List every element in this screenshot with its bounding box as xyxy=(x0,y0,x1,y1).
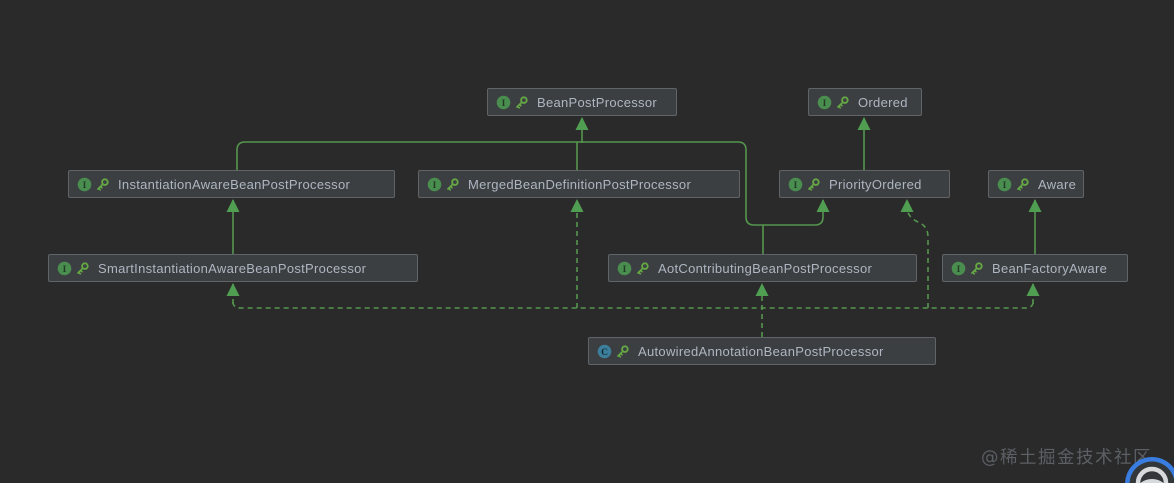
node-label: BeanFactoryAware xyxy=(992,260,1108,276)
key-icon xyxy=(516,95,528,109)
connector-instantiation-aware-to-shared-bus xyxy=(236,141,582,170)
node-aware[interactable]: I Aware xyxy=(988,170,1084,198)
key-icon xyxy=(447,177,459,191)
interface-icon: I xyxy=(77,177,92,191)
node-label: AotContributingBeanPostProcessor xyxy=(658,260,873,276)
mascot-headband xyxy=(1135,466,1169,483)
node-aot-contributing-bean-post-processor[interactable]: I AotContributingBeanPostProcessor xyxy=(608,254,917,282)
node-label: InstantiationAwareBeanPostProcessor xyxy=(118,176,351,192)
node-icons: I xyxy=(427,177,459,192)
node-merged-bean-definition-post-processor[interactable]: I MergedBeanDefinitionPostProcessor xyxy=(418,170,740,198)
interface-icon: I xyxy=(788,177,803,191)
svg-text:I: I xyxy=(623,265,627,275)
watermark-label: @稀土掘金技术社区 xyxy=(981,448,1152,468)
key-icon xyxy=(617,344,629,358)
connector-aot-extends-priority-ordered xyxy=(763,199,830,226)
node-instantiation-aware-bean-post-processor[interactable]: I InstantiationAwareBeanPostProcessor xyxy=(68,170,395,198)
node-autowired-annotation-bean-post-processor[interactable]: C AutowiredAnnotationBeanPostProcessor xyxy=(588,337,936,365)
interface-icon: I xyxy=(427,177,442,191)
class-icon: C xyxy=(597,344,612,358)
interface-icon: I xyxy=(951,261,966,275)
connector-autowired-shared-dashed-bus xyxy=(232,301,1034,309)
interface-icon: I xyxy=(57,261,72,275)
node-label: MergedBeanDefinitionPostProcessor xyxy=(468,176,692,192)
interface-icon: I xyxy=(997,177,1012,191)
node-bean-post-processor[interactable]: I BeanPostProcessor xyxy=(487,88,677,116)
svg-text:I: I xyxy=(794,181,798,191)
key-icon xyxy=(1017,177,1029,191)
node-label: AutowiredAnnotationBeanPostProcessor xyxy=(638,343,884,359)
svg-text:I: I xyxy=(63,265,67,275)
node-icons: I xyxy=(57,261,89,276)
svg-text:I: I xyxy=(83,181,87,191)
interface-icon: I xyxy=(496,95,511,109)
node-icons: I xyxy=(997,177,1029,192)
connector-autowired-implements-priority-ordered xyxy=(900,199,929,308)
svg-text:I: I xyxy=(957,265,961,275)
juejin-mascot-logo xyxy=(1125,457,1174,483)
key-icon xyxy=(637,261,649,275)
key-icon xyxy=(77,261,89,275)
svg-text:I: I xyxy=(433,181,437,191)
key-icon xyxy=(971,261,983,275)
interface-icon: I xyxy=(817,95,832,109)
node-icons: I xyxy=(617,261,649,276)
node-label: PriorityOrdered xyxy=(829,176,922,192)
node-icons: I xyxy=(496,95,528,110)
node-icons: I xyxy=(817,95,849,110)
svg-text:I: I xyxy=(1003,181,1007,191)
node-smart-instantiation-aware-bean-post-processor[interactable]: I SmartInstantiationAwareBeanPostProcess… xyxy=(48,254,418,282)
node-label: BeanPostProcessor xyxy=(537,94,657,110)
node-label: Aware xyxy=(1038,176,1077,192)
node-priority-ordered[interactable]: I PriorityOrdered xyxy=(779,170,950,198)
node-icons: I xyxy=(788,177,820,192)
connector-aot-route-to-shared-bus xyxy=(582,141,763,226)
svg-text:I: I xyxy=(823,99,827,109)
key-icon xyxy=(837,95,849,109)
svg-text:C: C xyxy=(601,348,608,358)
node-bean-factory-aware[interactable]: I BeanFactoryAware xyxy=(942,254,1128,282)
node-label: Ordered xyxy=(858,94,908,110)
node-icons: C xyxy=(597,344,629,359)
node-ordered[interactable]: I Ordered xyxy=(808,88,922,116)
watermark-text: @稀土掘金技术社区 xyxy=(981,444,1152,469)
node-label: SmartInstantiationAwareBeanPostProcessor xyxy=(98,260,367,276)
key-icon xyxy=(97,177,109,191)
svg-text:I: I xyxy=(502,99,506,109)
node-icons: I xyxy=(951,261,983,276)
key-icon xyxy=(808,177,820,191)
node-icons: I xyxy=(77,177,109,192)
interface-icon: I xyxy=(617,261,632,275)
mascot-face xyxy=(1140,479,1164,483)
